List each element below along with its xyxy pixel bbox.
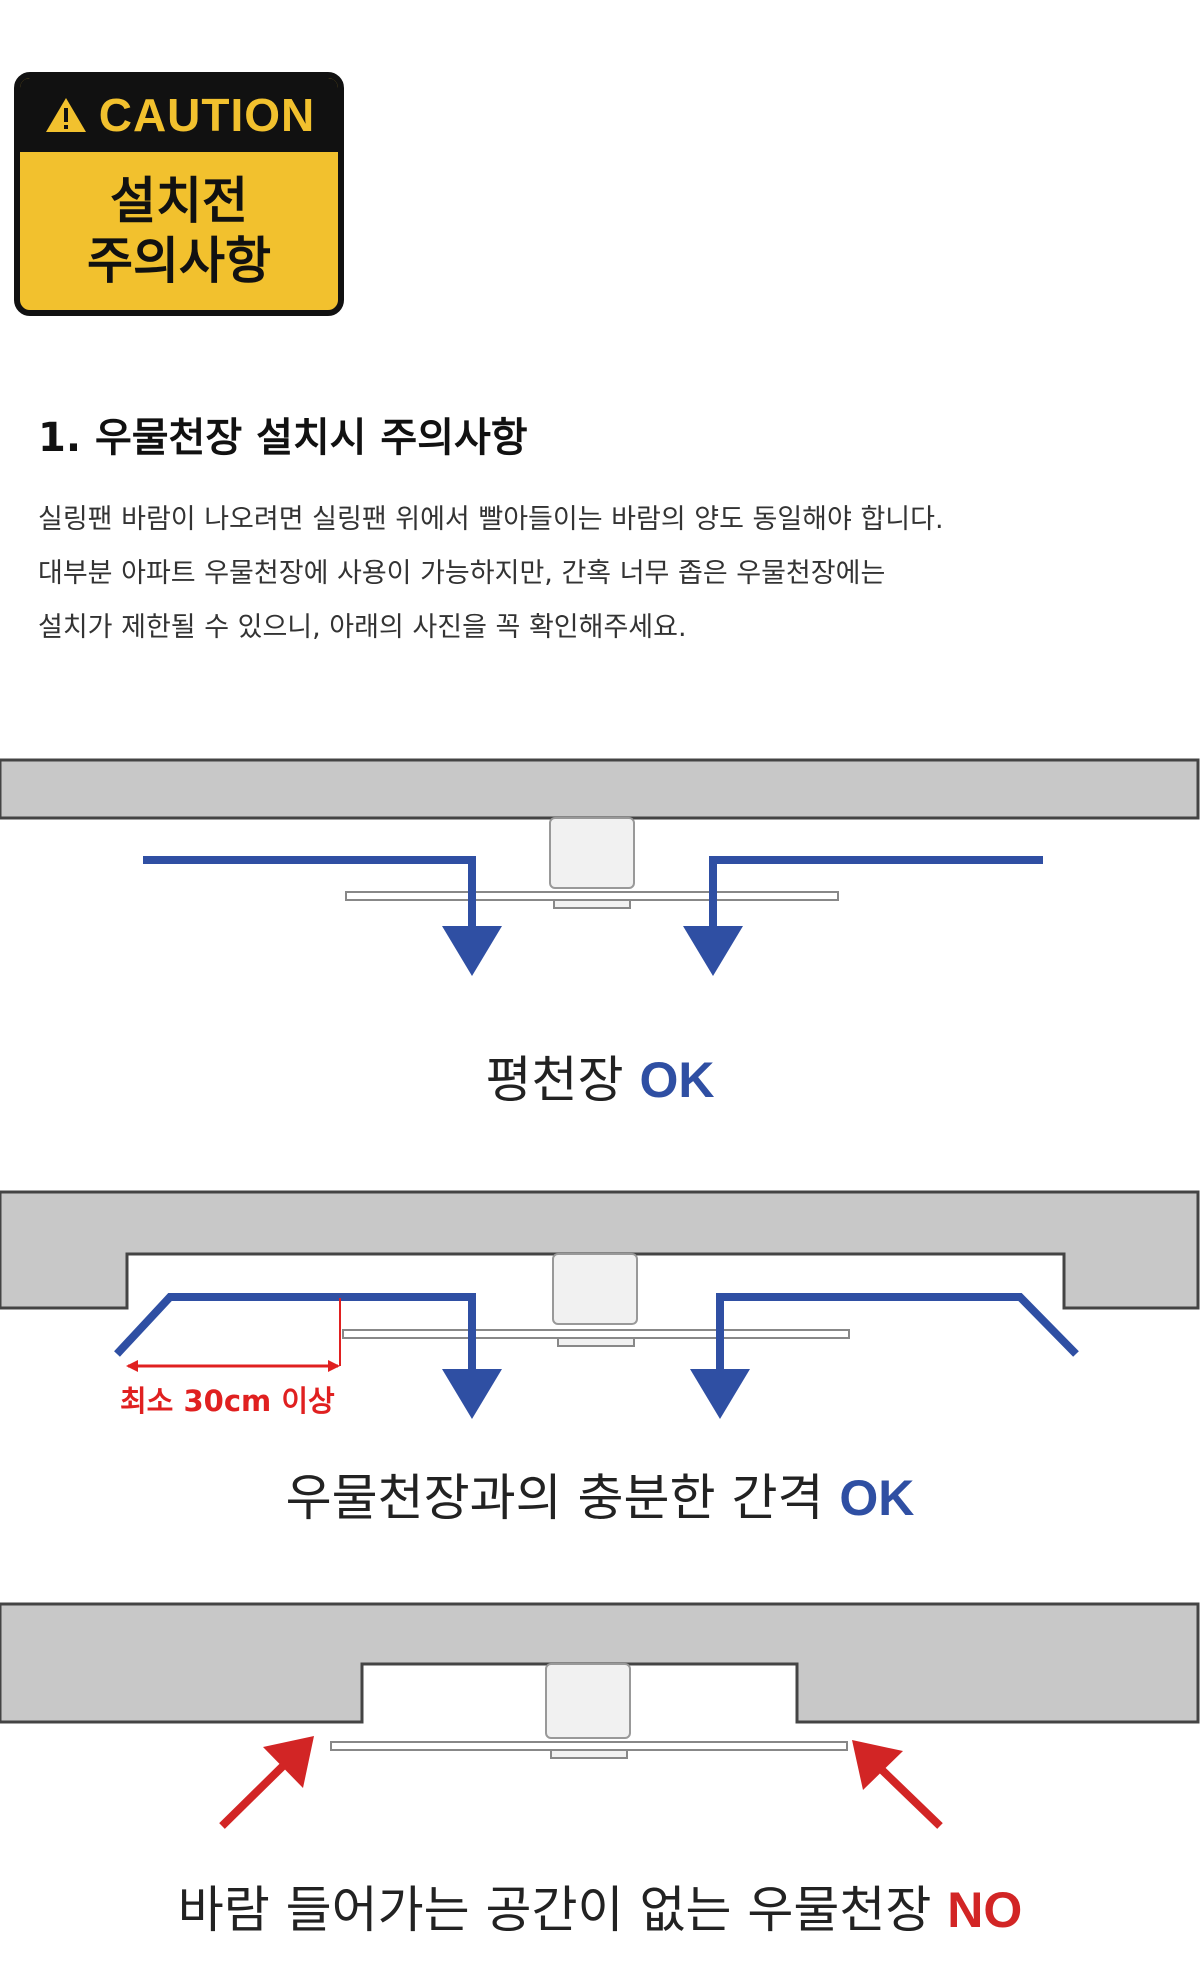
- caution-badge: CAUTION 설치전 주의사항: [14, 72, 344, 316]
- arrowhead: [263, 1736, 314, 1788]
- airflow-arrow-right: [716, 1293, 1079, 1373]
- caution-title-line1: 설치전: [110, 172, 248, 230]
- ceiling-slab: [0, 758, 1200, 820]
- description-line: 실링팬 바람이 나오려면 실링팬 위에서 빨아들이는 바람의 양도 동일해야 합…: [38, 504, 944, 535]
- flat-ceiling-caption: 평천장 OK: [485, 1051, 715, 1109]
- caution-title: 설치전 주의사항: [20, 152, 338, 310]
- arrowhead: [852, 1740, 903, 1790]
- fan-motor: [549, 817, 635, 889]
- verdict-ok: OK: [839, 1470, 915, 1526]
- blocked-airflow-arrow-left: [219, 1762, 287, 1829]
- verdict-no: NO: [947, 1882, 1023, 1938]
- caution-title-line2: 주의사항: [87, 232, 271, 290]
- airflow-arrowhead: [442, 926, 502, 976]
- fan-blade: [342, 1329, 850, 1339]
- verdict-ok: OK: [639, 1052, 715, 1108]
- fan-hub: [557, 1337, 635, 1347]
- recessed-ok-caption: 우물천장과의 충분한 간격 OK: [285, 1469, 915, 1527]
- description-line: 설치가 제한될 수 있으니, 아래의 사진을 꼭 확인해주세요.: [38, 612, 687, 643]
- recessed-ceiling: [0, 1190, 1200, 1310]
- narrow-recessed-ceiling-diagram: [0, 1602, 1200, 1829]
- caution-label: CAUTION: [98, 89, 316, 141]
- airflow-arrow-left: [143, 856, 476, 930]
- flat-ceiling-diagram: [0, 758, 1200, 976]
- fan-hub: [553, 899, 631, 909]
- description-line: 대부분 아파트 우물천장에 사용이 가능하지만, 간혹 너무 좁은 우물천장에는: [38, 558, 886, 589]
- section-title: 1. 우물천장 설치시 주의사항: [38, 415, 528, 461]
- airflow-arrow-right: [709, 856, 1043, 930]
- section-description: 실링팬 바람이 나오려면 실링팬 위에서 빨아들이는 바람의 양도 동일해야 합…: [38, 493, 944, 655]
- narrow-recessed-caption: 바람 들어가는 공간이 없는 우물천장 NO: [177, 1881, 1023, 1939]
- fan-blade: [330, 1741, 848, 1751]
- airflow-arrowhead: [683, 926, 743, 976]
- airflow-arrowhead: [442, 1369, 502, 1419]
- airflow-arrow-left: [114, 1293, 476, 1373]
- fan-blade: [345, 891, 839, 901]
- airflow-arrowhead: [690, 1369, 750, 1419]
- fan-motor: [552, 1253, 638, 1325]
- fan-hub: [550, 1749, 628, 1759]
- blocked-airflow-arrow-right: [879, 1767, 943, 1829]
- min-gap-label: 최소 30cm 이상: [120, 1384, 335, 1418]
- fan-motor: [545, 1663, 631, 1739]
- dimension-arrowhead: [126, 1360, 138, 1372]
- warning-triangle-icon: [43, 95, 89, 135]
- caution-header: CAUTION: [20, 78, 338, 152]
- recessed-ceiling-ok-diagram: [0, 1190, 1200, 1419]
- dimension-arrowhead: [328, 1360, 340, 1372]
